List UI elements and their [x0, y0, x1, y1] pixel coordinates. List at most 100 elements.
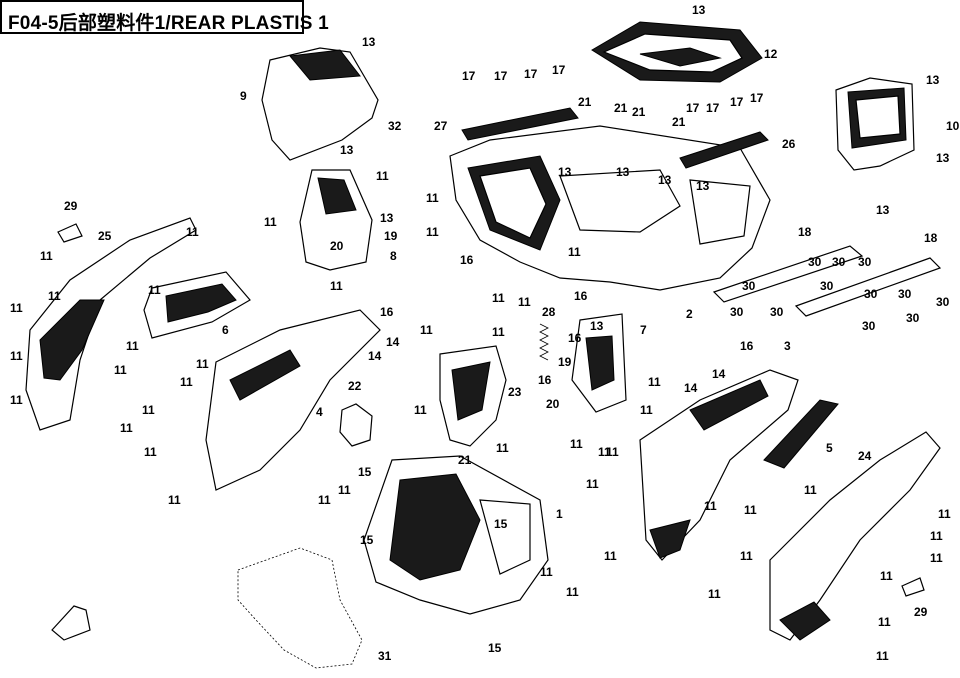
callout-label: 11 — [120, 421, 133, 435]
callout-label: 17 — [552, 63, 566, 77]
callout-label: 11 — [376, 169, 389, 183]
callout-label: 28 — [542, 305, 556, 319]
callout-label: 16 — [568, 331, 582, 345]
callout-label: 11 — [518, 295, 531, 309]
callout-label: 11 — [148, 283, 161, 297]
callout-label: 7 — [640, 323, 647, 337]
callout-label: 31 — [378, 649, 392, 663]
callout-label: 11 — [568, 245, 581, 259]
callout-label: 22 — [348, 379, 362, 393]
callout-label: 14 — [684, 381, 698, 395]
callout-label: 11 — [186, 225, 199, 239]
callout-label: 12 — [764, 47, 778, 61]
callout-label: 11 — [144, 445, 157, 459]
callout-label: 17 — [524, 67, 538, 81]
callout-label: 11 — [604, 549, 617, 563]
callout-label: 6 — [222, 323, 229, 337]
callout-label: 29 — [64, 199, 78, 213]
callout-label: 20 — [546, 397, 560, 411]
callout-label: 11 — [876, 649, 889, 663]
callout-label: 11 — [420, 323, 433, 337]
callout-label: 11 — [10, 349, 23, 363]
callout-label: 11 — [606, 445, 619, 459]
callout-label: 14 — [712, 367, 726, 381]
callout-label: 11 — [586, 477, 599, 491]
callout-label: 24 — [858, 449, 872, 463]
callout-label: 30 — [808, 255, 822, 269]
callout-label: 30 — [864, 287, 878, 301]
part-31-mat — [237, 547, 363, 669]
callout-label: 14 — [386, 335, 400, 349]
callout-label: 30 — [898, 287, 912, 301]
callout-label: 23 — [508, 385, 522, 399]
callout-label: 17 — [686, 101, 700, 115]
callout-label: 13 — [936, 151, 950, 165]
callout-label: 9 — [240, 89, 247, 103]
callout-label: 25 — [98, 229, 112, 243]
callout-label: 11 — [744, 503, 757, 517]
callout-label: 16 — [460, 253, 474, 267]
callout-label: 11 — [318, 493, 331, 507]
callout-label: 11 — [10, 301, 23, 315]
callout-label: 11 — [414, 403, 427, 417]
callout-label: 16 — [574, 289, 588, 303]
callout-label: 20 — [330, 239, 344, 253]
callout-label: 13 — [616, 165, 630, 179]
callout-label: 16 — [538, 373, 552, 387]
part-1-floor-cover — [363, 455, 549, 615]
callout-label: 11 — [426, 225, 439, 239]
callout-label: 11 — [740, 549, 753, 563]
callout-label: 11 — [168, 493, 181, 507]
callout-label: 11 — [878, 615, 891, 629]
callout-label: 19 — [558, 355, 572, 369]
callout-label: 11 — [804, 483, 817, 497]
part-28-spring — [539, 323, 549, 361]
callout-label: 11 — [496, 441, 509, 455]
callout-label: 11 — [708, 587, 721, 601]
callout-label: 21 — [632, 105, 646, 119]
callout-label: 30 — [906, 311, 920, 325]
callout-label: 15 — [488, 641, 502, 655]
callout-label: 13 — [340, 143, 354, 157]
part-6-grille-frame — [143, 271, 251, 339]
callout-label: 21 — [614, 101, 628, 115]
callout-label: 13 — [590, 319, 604, 333]
callout-label: 17 — [750, 91, 764, 105]
callout-label: 17 — [706, 101, 720, 115]
callout-label: 11 — [40, 249, 53, 263]
part-23-center-cover — [439, 345, 507, 447]
callout-label: 30 — [742, 279, 756, 293]
callout-label: 11 — [330, 279, 343, 293]
diagram-title: F04-5后部塑料件1/REAR PLASTIS 1 — [8, 13, 329, 34]
part-27-bracket-bar — [461, 107, 579, 141]
callout-label: 18 — [798, 225, 812, 239]
callout-label: 13 — [558, 165, 572, 179]
callout-label: 11 — [338, 483, 351, 497]
callout-label: 30 — [858, 255, 872, 269]
callout-label: 30 — [832, 255, 846, 269]
part-18-left-bracket — [712, 245, 864, 303]
callout-label: 10 — [946, 119, 960, 133]
callout-label: 11 — [880, 569, 893, 583]
front-direction-arrow-icon — [51, 605, 91, 641]
callout-label: 17 — [730, 95, 744, 109]
callout-label: 13 — [926, 73, 940, 87]
part-29-clip-right — [901, 577, 925, 597]
callout-label: 8 — [390, 249, 397, 263]
callout-label: 11 — [180, 375, 193, 389]
callout-label: 27 — [434, 119, 448, 133]
callout-label: 11 — [930, 551, 943, 565]
callout-label: 11 — [426, 191, 439, 205]
callout-label: 13 — [658, 173, 672, 187]
callout-label: 13 — [876, 203, 890, 217]
callout-label: 11 — [264, 215, 277, 229]
callout-label: 13 — [380, 211, 394, 225]
callout-label: 21 — [458, 453, 472, 467]
callout-label: 32 — [388, 119, 402, 133]
diagram-title-box: F04-5后部塑料件1/REAR PLASTIS 1 — [0, 0, 329, 34]
callout-label: 11 — [704, 499, 717, 513]
part-5-trim-strip — [763, 399, 839, 469]
part-25-left-fender — [25, 217, 197, 431]
